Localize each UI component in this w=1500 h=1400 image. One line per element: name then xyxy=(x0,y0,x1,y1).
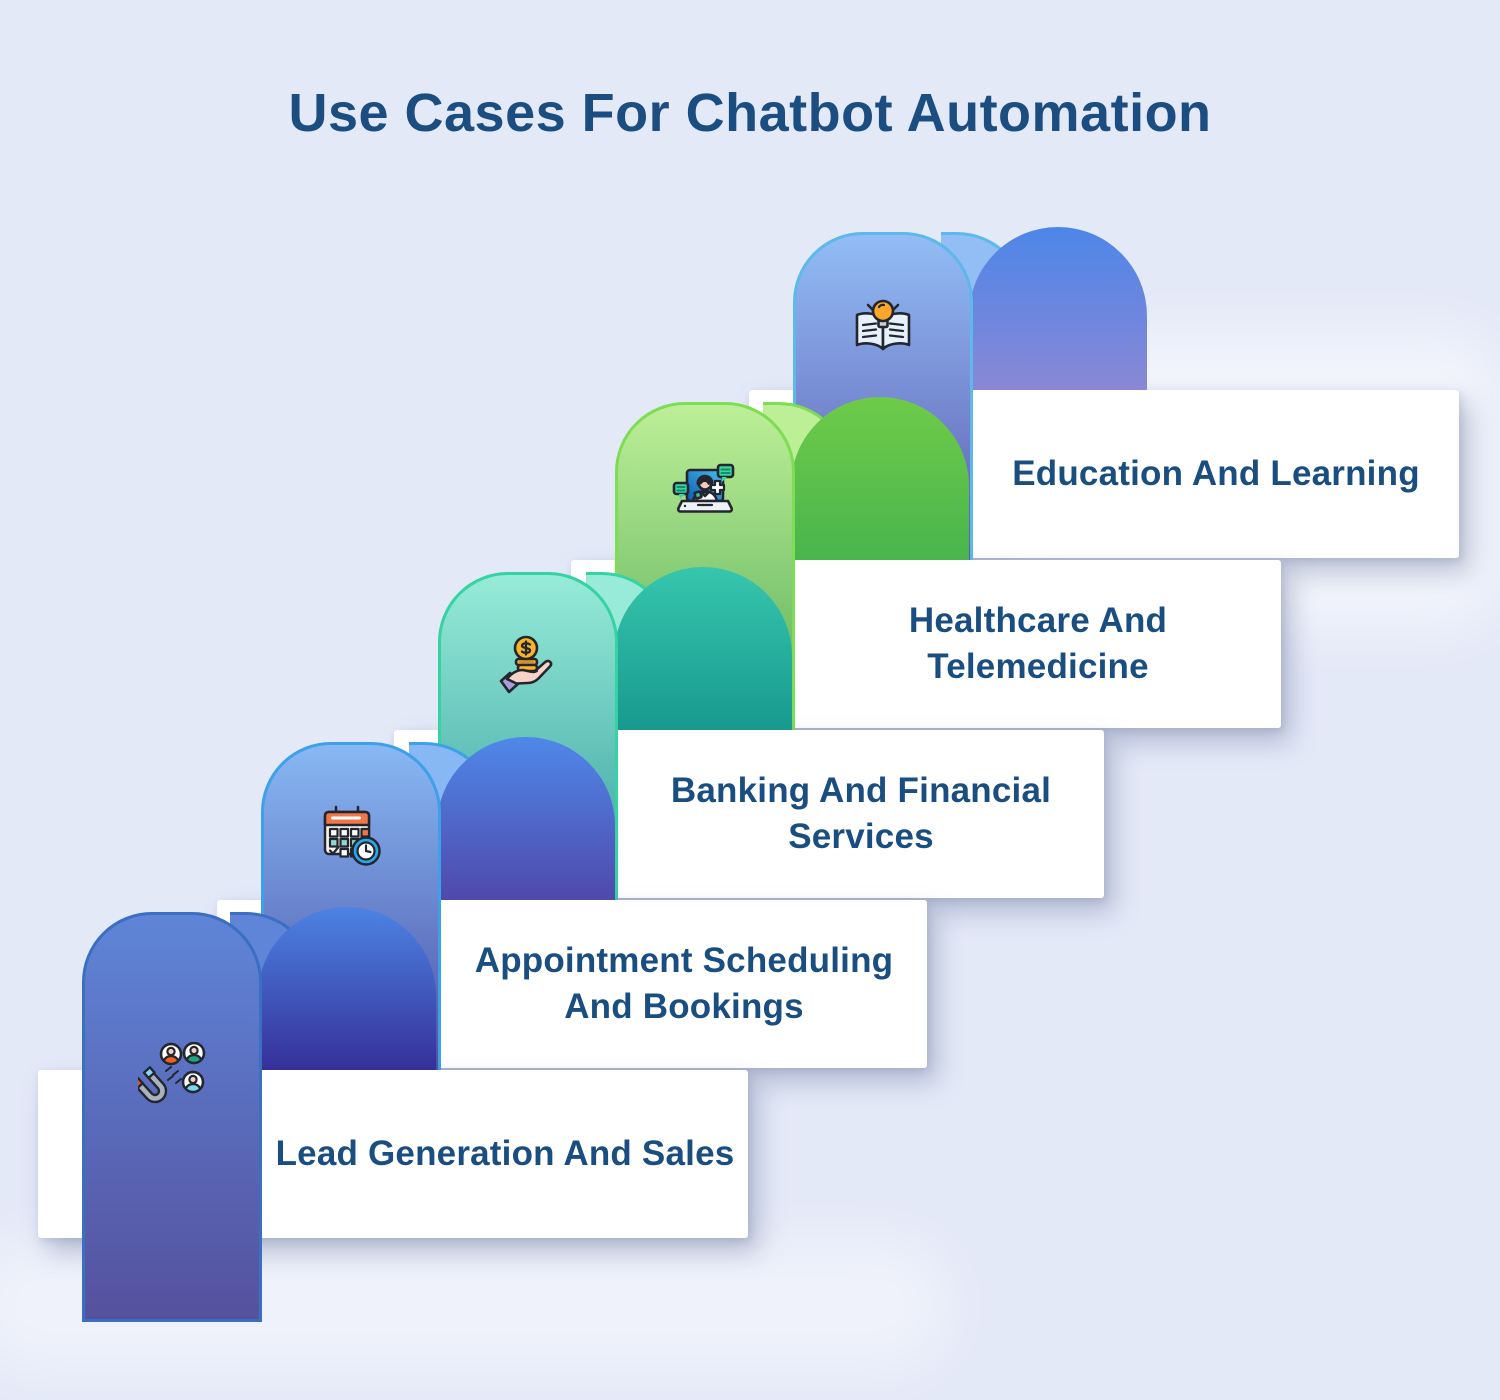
arch-front xyxy=(82,912,262,1322)
arch-back xyxy=(969,227,1147,390)
step-label: Education And Learning xyxy=(1012,453,1420,493)
hand-coins-icon xyxy=(499,635,553,694)
step-label: Appointment Scheduling And Bookings xyxy=(474,940,894,1026)
telemedicine-doctor-icon xyxy=(672,463,735,513)
step-label: Banking And Financial Services xyxy=(670,770,1052,856)
arch-back xyxy=(258,907,436,1070)
calendar-clock-icon xyxy=(323,805,381,866)
magnet-people-icon xyxy=(138,1042,206,1104)
page-title: Use Cases For Chatbot Automation xyxy=(288,83,1212,143)
book-lightbulb-icon xyxy=(855,299,911,351)
step-label: Healthcare And Telemedicine xyxy=(908,600,1168,686)
arch-back xyxy=(614,567,792,730)
arch-back xyxy=(791,397,969,560)
arch-back xyxy=(437,737,615,900)
step-label: Lead Generation And Sales xyxy=(275,1133,735,1173)
